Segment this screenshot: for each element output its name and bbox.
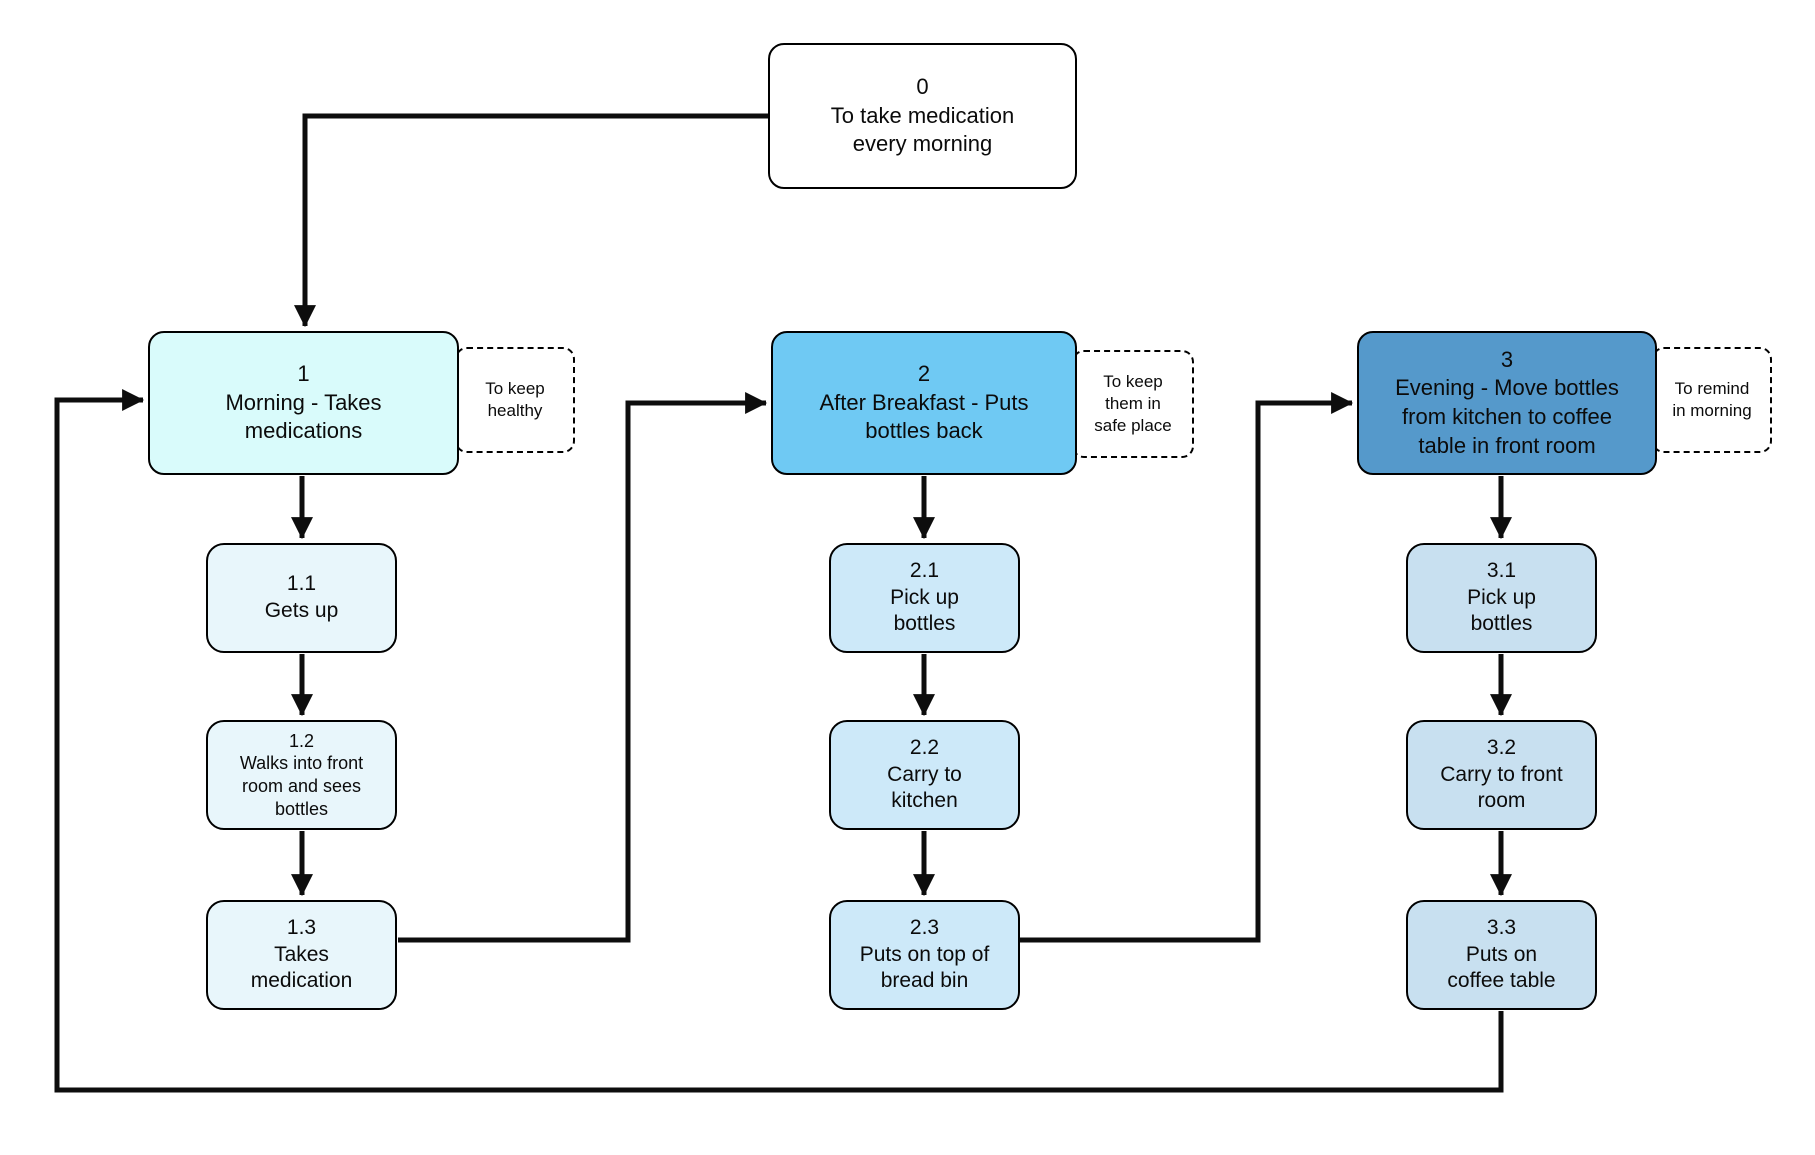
task-node-0-label: To take medication every morning [830, 102, 1015, 157]
task-node-3-number: 3 [1500, 346, 1514, 372]
task-node-3-2-label: Carry to front room [1440, 762, 1563, 813]
task-node-0-number: 0 [916, 74, 929, 100]
task-node-2-3-number: 2.3 [909, 915, 940, 939]
note-task-2: To keep them in safe place [1072, 350, 1194, 458]
task-node-2: 2 After Breakfast - Puts bottles back [771, 331, 1077, 475]
task-node-2-label: After Breakfast - Puts bottles back [819, 389, 1029, 444]
task-node-2-1-number: 2.1 [909, 558, 940, 582]
task-node-3: 3 Evening - Move bottles from kitchen to… [1357, 331, 1657, 475]
task-node-3-3-number: 3.3 [1486, 915, 1517, 939]
task-node-2-2-number: 2.2 [909, 735, 940, 759]
task-node-1-3-label: Takes medication [250, 942, 353, 993]
task-node-3-2-number: 3.2 [1486, 735, 1517, 759]
connector-0-to-1 [293, 113, 768, 328]
task-node-1-1: 1.1 Gets up [206, 543, 397, 653]
note-task-1: To keep healthy [455, 347, 575, 453]
task-node-3-3: 3.3 Puts on coffee table [1406, 900, 1597, 1010]
task-node-1-3-number: 1.3 [286, 915, 317, 939]
task-node-1: 1 Morning - Takes medications [148, 331, 459, 475]
task-node-2-1: 2.1 Pick up bottles [829, 543, 1020, 653]
task-node-0: 0 To take medication every morning [768, 43, 1077, 189]
task-node-1-2: 1.2 Walks into front room and sees bottl… [206, 720, 397, 830]
task-node-3-1-number: 3.1 [1486, 558, 1517, 582]
task-node-2-2: 2.2 Carry to kitchen [829, 720, 1020, 830]
task-node-1-1-label: Gets up [264, 599, 339, 622]
task-node-3-label: Evening - Move bottles from kitchen to c… [1395, 375, 1619, 458]
note-task-3: To remind in morning [1652, 347, 1772, 453]
connector-1.3-to-2 [398, 391, 768, 943]
task-node-1-number: 1 [297, 361, 310, 387]
connector-2.3-to-3 [1020, 391, 1354, 943]
task-node-3-1-label: Pick up bottles [1467, 585, 1536, 636]
task-node-3-1: 3.1 Pick up bottles [1406, 543, 1597, 653]
task-node-2-number: 2 [917, 361, 931, 387]
task-node-2-3-label: Puts on top of bread bin [859, 942, 990, 993]
task-node-2-1-label: Pick up bottles [890, 585, 959, 636]
task-node-1-2-number: 1.2 [288, 730, 315, 751]
task-node-2-3: 2.3 Puts on top of bread bin [829, 900, 1020, 1010]
task-node-3-3-label: Puts on coffee table [1447, 942, 1556, 993]
task-node-1-2-label: Walks into front room and sees bottles [239, 753, 364, 819]
task-node-2-2-label: Carry to kitchen [887, 762, 962, 813]
task-node-3-2: 3.2 Carry to front room [1406, 720, 1597, 830]
task-node-1-label: Morning - Takes medications [225, 389, 382, 444]
task-node-1-1-number: 1.1 [286, 572, 317, 596]
task-node-1-3: 1.3 Takes medication [206, 900, 397, 1010]
